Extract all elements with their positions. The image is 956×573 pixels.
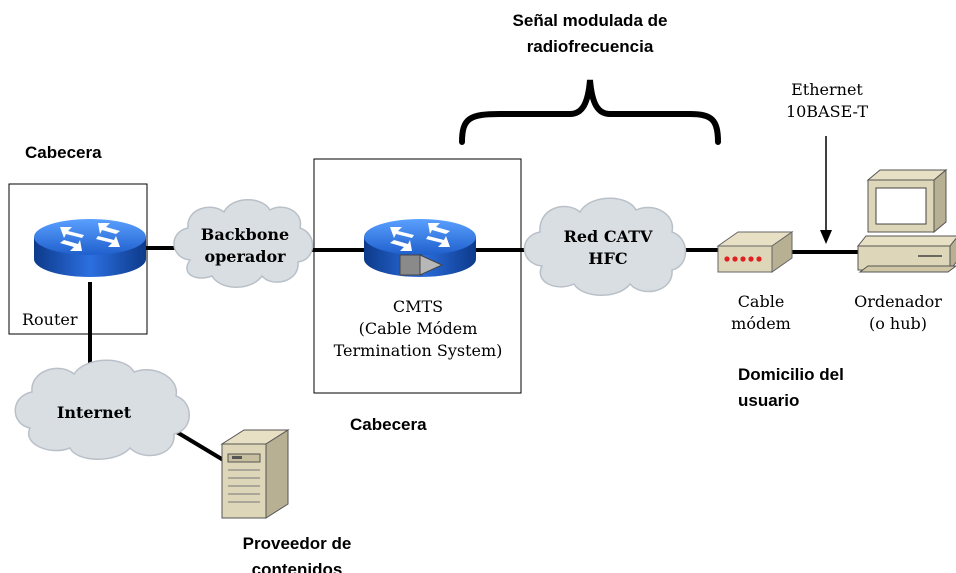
router-icon bbox=[34, 219, 146, 277]
ethernet-line2: 10BASE-T bbox=[785, 102, 869, 121]
cmts-icon bbox=[364, 219, 476, 277]
computer-icon bbox=[856, 168, 956, 273]
backbone-cloud bbox=[173, 199, 314, 288]
catv-label: Red CATV HFC bbox=[548, 226, 668, 270]
ethernet-label: Ethernet 10BASE-T bbox=[772, 79, 882, 123]
computer-line1: Ordenador bbox=[854, 292, 942, 311]
provider-label: Proveedor de contenidos bbox=[222, 531, 372, 573]
backbone-label: Backbone operador bbox=[184, 224, 306, 268]
backbone-line1: Backbone bbox=[200, 225, 290, 244]
cable-modem-label: Cable módem bbox=[716, 291, 806, 335]
ethernet-line1: Ethernet bbox=[791, 80, 863, 99]
home-label: Domicilio del usuario bbox=[738, 362, 844, 414]
catv-line1: Red CATV bbox=[563, 227, 653, 246]
rf-signal-line2: radiofrecuencia bbox=[526, 37, 654, 56]
cmts-line3: Termination System) bbox=[333, 341, 503, 360]
headend-center-label: Cabecera bbox=[350, 415, 427, 434]
rf-brace bbox=[459, 79, 721, 145]
headend-box-left bbox=[8, 183, 148, 335]
headend-box-center bbox=[313, 158, 522, 394]
headend-left-label: Cabecera bbox=[25, 143, 102, 162]
router-label: Router bbox=[20, 309, 80, 331]
computer-line2: (o hub) bbox=[868, 314, 928, 333]
server-icon bbox=[220, 429, 290, 519]
cable-modem-line2: módem bbox=[731, 314, 791, 333]
computer-label: Ordenador (o hub) bbox=[846, 291, 950, 335]
cmts-line2: (Cable Módem bbox=[358, 319, 478, 338]
provider-line1: Proveedor de bbox=[242, 534, 352, 553]
rf-signal-line1: Señal modulada de bbox=[512, 11, 668, 30]
cable-modem-icon bbox=[716, 231, 794, 273]
catv-line2: HFC bbox=[588, 249, 628, 268]
cmts-line1: CMTS bbox=[392, 297, 444, 316]
cable-modem-line1: Cable bbox=[737, 292, 785, 311]
provider-line2: contenidos bbox=[251, 560, 343, 573]
home-line1: Domicilio del bbox=[738, 365, 844, 384]
ethernet-arrow bbox=[820, 136, 832, 244]
internet-cloud bbox=[14, 359, 190, 460]
catv-cloud bbox=[523, 197, 687, 296]
rf-signal-label: Señal modulada de radiofrecuencia bbox=[470, 8, 710, 60]
backbone-line2: operador bbox=[204, 247, 286, 266]
home-line2: usuario bbox=[738, 391, 800, 410]
cmts-label: CMTS (Cable Módem Termination System) bbox=[318, 296, 518, 362]
internet-label: Internet bbox=[56, 403, 132, 422]
